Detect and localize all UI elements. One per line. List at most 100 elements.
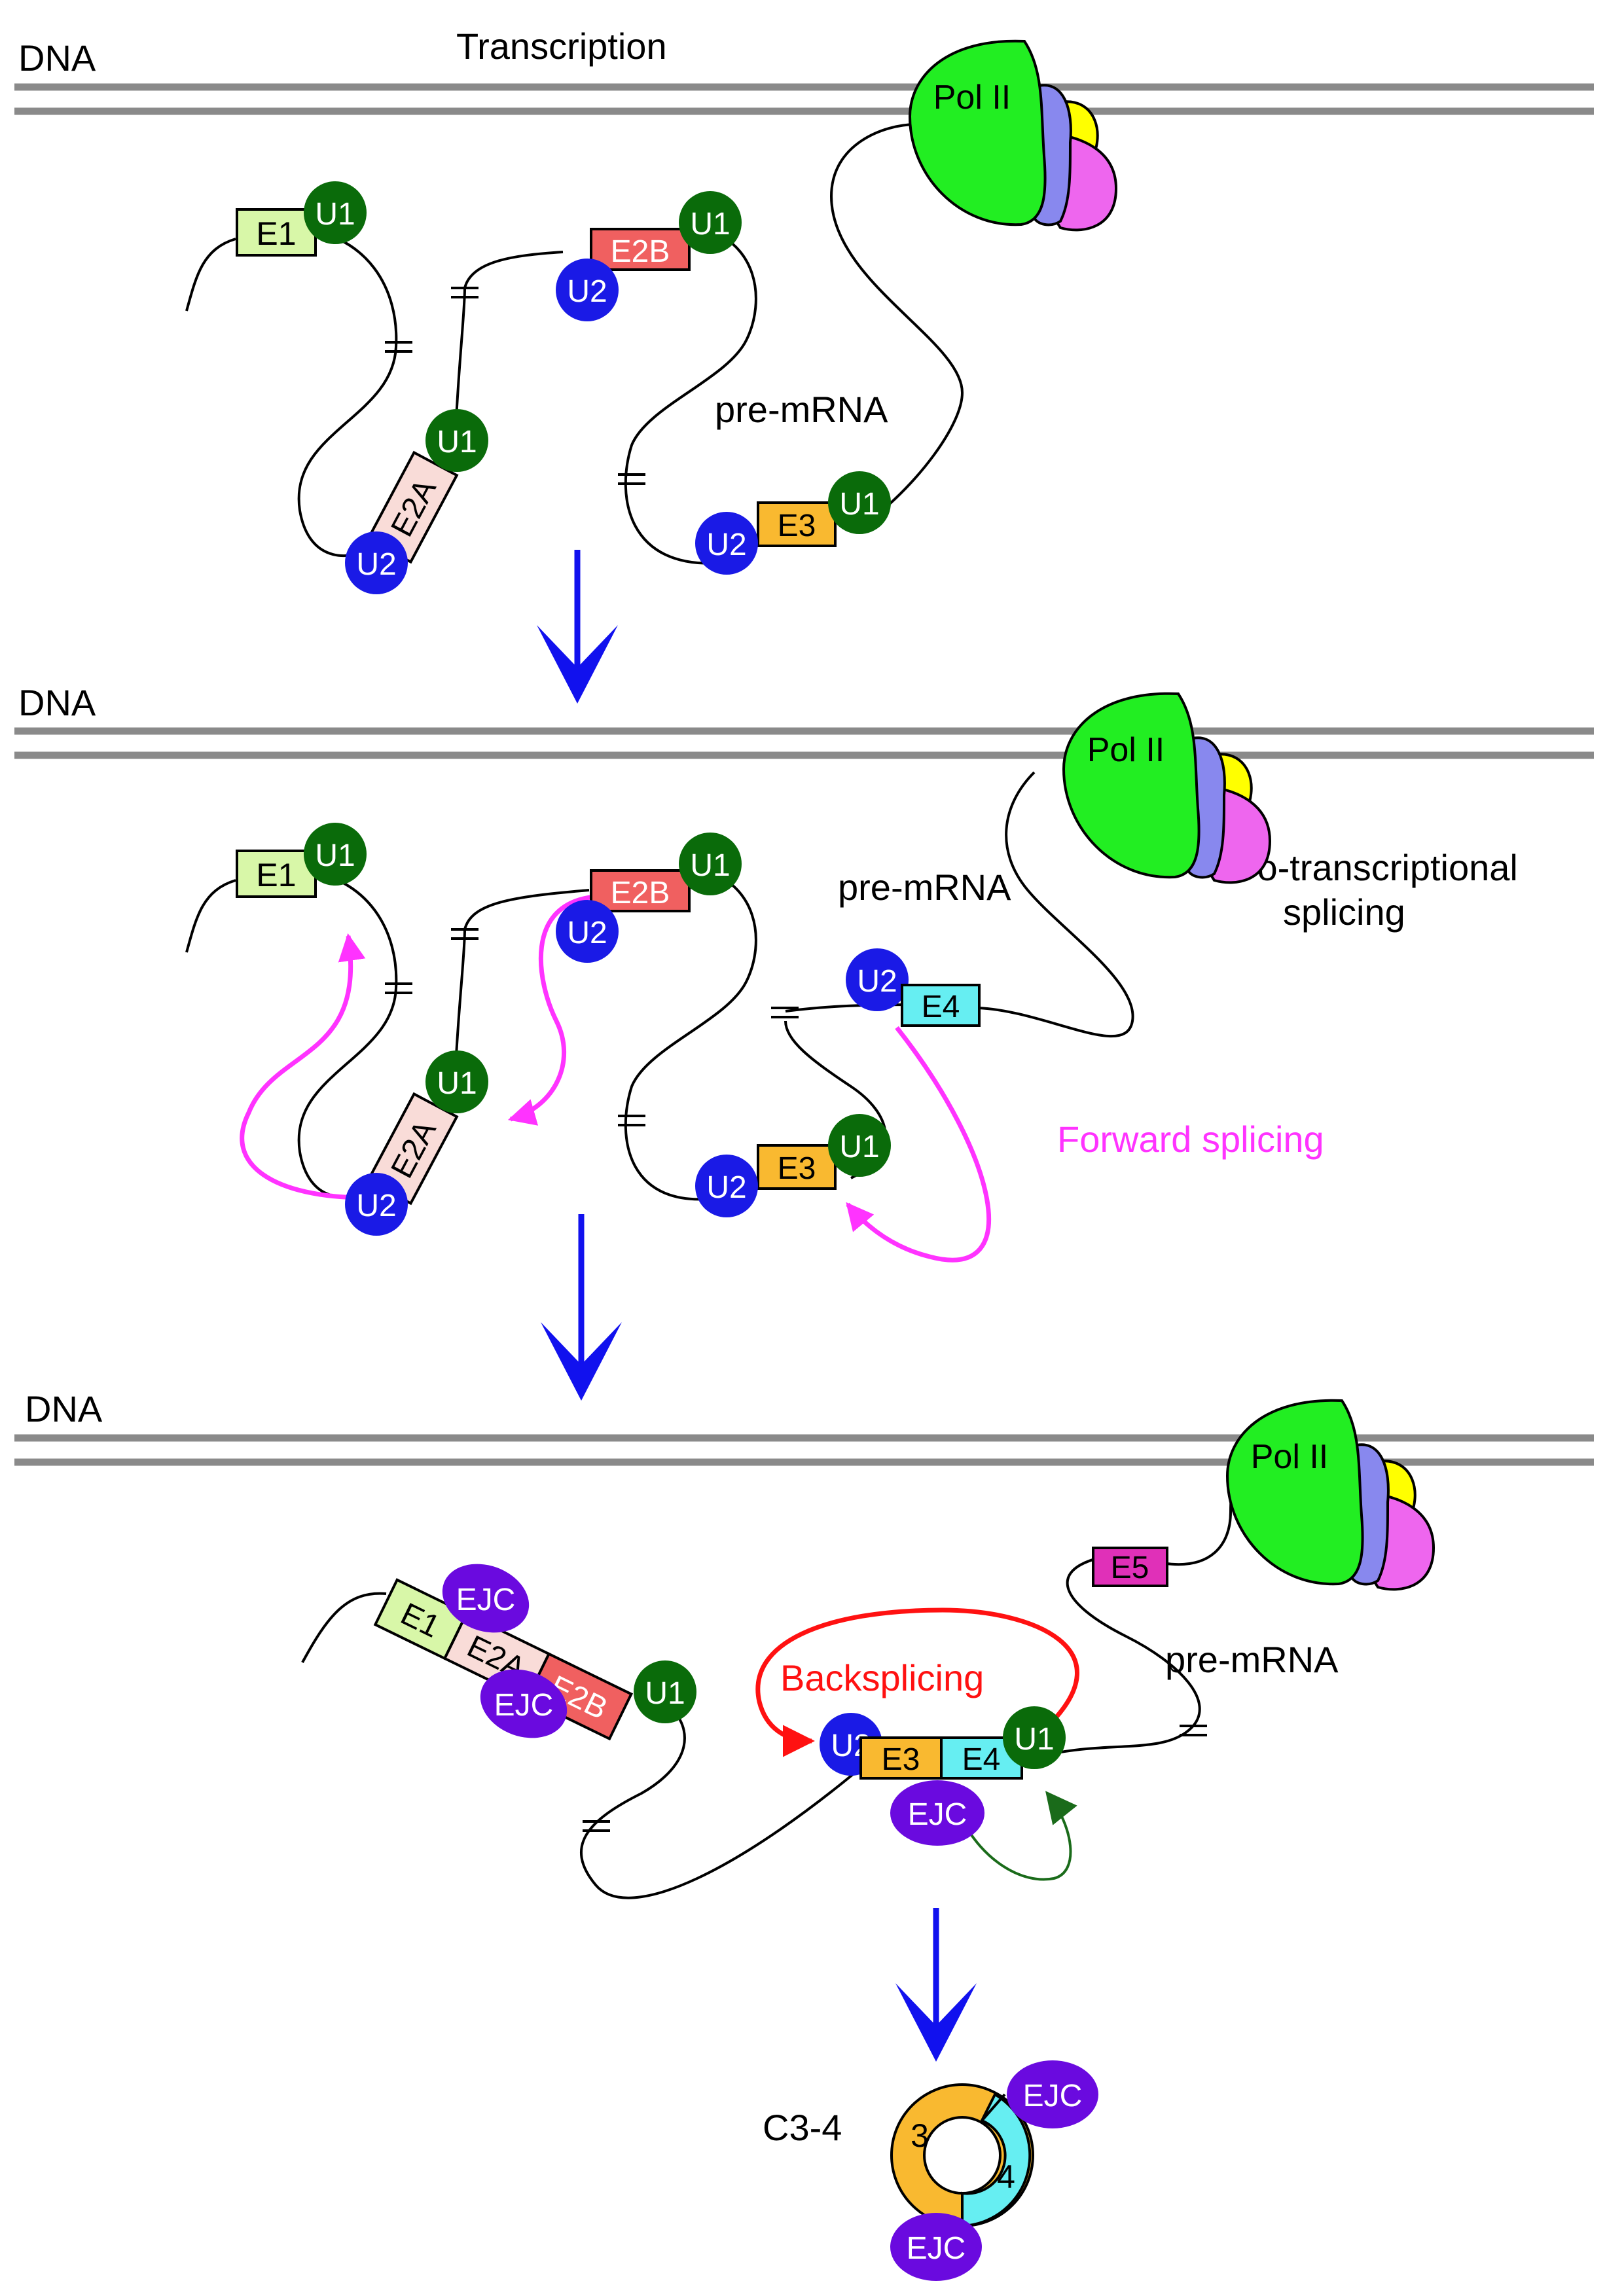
- svg-text:EJC: EJC: [907, 2231, 966, 2266]
- pol-ii-label: Pol II: [933, 79, 1011, 117]
- exon-e2b: E2B: [590, 869, 691, 912]
- circrna-label: C3-4: [763, 2107, 842, 2148]
- svg-text:EJC: EJC: [1023, 2079, 1083, 2113]
- svg-text:U2: U2: [857, 964, 897, 999]
- ejc-complex: EJC: [442, 1564, 530, 1633]
- svg-text:E3: E3: [778, 509, 816, 543]
- pol-ii-complex: Pol II: [1062, 692, 1272, 884]
- exon-e3: E3: [757, 501, 837, 547]
- exon-e1: E1: [236, 208, 317, 257]
- u1-snrnp: U1: [679, 191, 742, 254]
- exon-e1: E1: [236, 850, 317, 898]
- transcription-label: Transcription: [456, 26, 667, 67]
- pre-mrna-label: pre-mRNA: [1165, 1639, 1339, 1680]
- backsplicing-label: Backsplicing: [780, 1657, 984, 1698]
- exon-e2b: E2B: [590, 228, 691, 271]
- u1-snrnp: U1: [634, 1660, 696, 1723]
- u2-snrnp: U2: [695, 1155, 758, 1217]
- svg-text:E3: E3: [882, 1742, 920, 1777]
- svg-text:E1: E1: [256, 215, 296, 252]
- pol-ii-complex: Pol II: [908, 39, 1118, 232]
- ejc-complex: EJC: [890, 1780, 984, 1846]
- svg-text:U1: U1: [437, 1066, 477, 1101]
- circular-rna: C3-4 3 4 EJC EJC: [763, 2060, 1098, 2281]
- pre-mrna-strand: [301, 1459, 1242, 1899]
- u2-snrnp: U2: [695, 512, 758, 575]
- u2-snrnp: U2: [345, 531, 408, 594]
- circ-exon-4: 4: [997, 2159, 1015, 2195]
- u1-snrnp: U1: [304, 823, 367, 886]
- svg-text:E4: E4: [962, 1742, 1001, 1777]
- svg-text:E2B: E2B: [611, 876, 670, 910]
- intron-breaks: [385, 928, 799, 1126]
- green-return-arrow: [961, 1791, 1077, 1881]
- exon-e4: E4: [901, 984, 981, 1027]
- u2-snrnp: U2: [556, 900, 619, 963]
- svg-text:U1: U1: [1014, 1722, 1054, 1757]
- forward-splicing-arrows: [240, 894, 991, 1263]
- backsplicing-arrow: [755, 1607, 1079, 1757]
- panel-transcription: DNA Transcription E1 U1 E2B U1 U2: [14, 26, 1594, 594]
- forward-splicing-label: Forward splicing: [1057, 1119, 1324, 1160]
- svg-text:E4: E4: [922, 990, 960, 1024]
- dna-strand: [14, 727, 1594, 759]
- u1-snrnp: U1: [425, 409, 488, 472]
- pre-mrna-label: pre-mRNA: [715, 389, 888, 430]
- u1-snrnp: U1: [304, 181, 367, 244]
- exon-e5: E5: [1092, 1547, 1168, 1587]
- pol-ii-label: Pol II: [1251, 1438, 1329, 1476]
- svg-text:U1: U1: [437, 425, 477, 459]
- u1-snrnp: U1: [679, 833, 742, 895]
- u1-snrnp: U1: [828, 1114, 891, 1177]
- exon-e3: E3: [859, 1736, 943, 1780]
- progression-arrow: [895, 1908, 977, 2062]
- svg-text:E2B: E2B: [611, 234, 670, 269]
- progression-arrow: [537, 550, 618, 704]
- dna-label: DNA: [18, 37, 96, 79]
- dna-label: DNA: [25, 1388, 103, 1429]
- u2-snrnp: U2: [345, 1173, 408, 1236]
- u1-snrnp: U1: [425, 1050, 488, 1113]
- svg-text:E3: E3: [778, 1151, 816, 1186]
- svg-text:U1: U1: [690, 207, 730, 242]
- svg-text:U1: U1: [839, 487, 879, 522]
- intron-breaks: [583, 1725, 1207, 1832]
- ejc-complex: EJC: [480, 1669, 568, 1738]
- svg-text:U2: U2: [356, 1189, 396, 1223]
- exon-e3: E3: [757, 1144, 837, 1190]
- ejc-complex: EJC: [1007, 2060, 1098, 2128]
- svg-text:U2: U2: [706, 1170, 746, 1205]
- circ-exon-3: 3: [911, 2117, 929, 2154]
- u2-snrnp: U2: [846, 948, 909, 1011]
- svg-text:EJC: EJC: [456, 1583, 516, 1617]
- u2-snrnp: U2: [556, 259, 619, 321]
- svg-text:U1: U1: [839, 1130, 879, 1164]
- svg-text:E5: E5: [1111, 1551, 1149, 1585]
- svg-text:U1: U1: [315, 197, 355, 232]
- panel-cotranscriptional: DNA E1 U1 E2B U1: [14, 682, 1594, 1263]
- svg-text:EJC: EJC: [908, 1797, 967, 1832]
- cotranscriptional-label-line2: splicing: [1283, 891, 1405, 933]
- intron-breaks: [385, 287, 645, 485]
- panel-backsplicing: DNA E1 E2A E2B EJC EJC U1: [14, 1388, 1594, 1899]
- progression-arrow: [541, 1214, 622, 1401]
- pol-ii-label: Pol II: [1087, 731, 1165, 769]
- svg-text:U2: U2: [356, 547, 396, 582]
- svg-text:U1: U1: [690, 848, 730, 883]
- svg-text:E1: E1: [256, 857, 296, 893]
- u1-snrnp: U1: [828, 471, 891, 534]
- dna-strand: [14, 83, 1594, 115]
- svg-text:U1: U1: [645, 1676, 685, 1711]
- svg-text:U2: U2: [706, 528, 746, 562]
- ejc-complex: EJC: [890, 2213, 982, 2281]
- u1-snrnp: U1: [1003, 1706, 1066, 1769]
- pre-mrna-label: pre-mRNA: [838, 867, 1011, 908]
- cotranscriptional-label: Co-transcriptional: [1231, 847, 1518, 888]
- dna-label: DNA: [18, 682, 96, 723]
- svg-text:U2: U2: [567, 274, 607, 309]
- pol-ii-complex: Pol II: [1225, 1399, 1435, 1591]
- svg-text:U2: U2: [567, 916, 607, 950]
- svg-text:EJC: EJC: [494, 1688, 554, 1723]
- svg-text:U1: U1: [315, 838, 355, 873]
